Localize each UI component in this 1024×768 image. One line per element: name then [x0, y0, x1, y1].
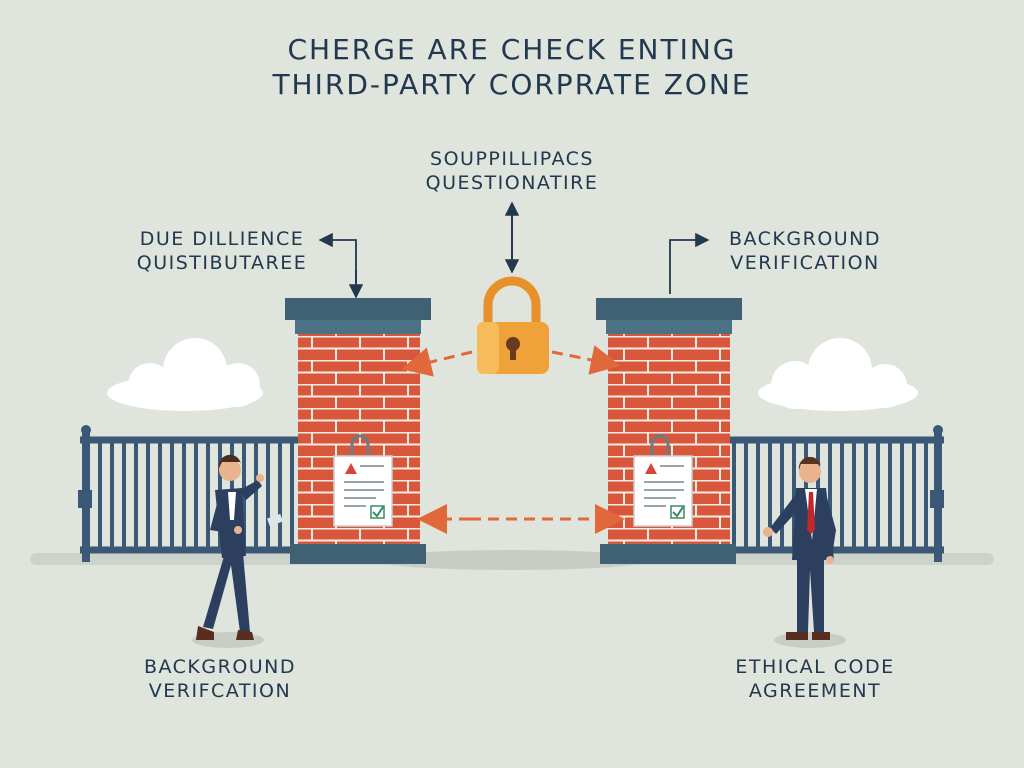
left-gate-fence [78, 425, 300, 562]
warning-icon [345, 463, 357, 474]
connector-arrows [318, 201, 710, 299]
label-bottom-right-line-2: AGREEMENT [748, 679, 882, 702]
label-top: SOUPPILLIPACS QUESTIONATIRE [362, 148, 662, 196]
padlock-icon [477, 276, 549, 374]
title-line-1: CHERGE ARE CHECK ENTING [287, 33, 737, 66]
label-bottom-right-line-1: ETHICAL CODE [735, 656, 895, 678]
cloud-icon-right [758, 338, 918, 411]
page-title: CHERGE ARE CHECK ENTING THIRD-PARTY CORP… [0, 32, 1024, 102]
label-left: DUE DILLIENCE QUISTIBUTAREE [112, 228, 332, 276]
label-right-line-2: VERIFICATION [730, 251, 880, 274]
document-left [333, 434, 393, 527]
checkmark-icon [370, 505, 385, 519]
person-right [763, 456, 846, 648]
label-right: BACKGROUND VERIFICATION [700, 228, 910, 276]
document-right [633, 434, 693, 527]
label-top-line-1: SOUPPILLIPACS [430, 148, 594, 170]
warning-icon [645, 463, 657, 474]
label-bottom-left: BACKGROUND VERIFCATION [100, 656, 340, 704]
right-gate-fence [726, 425, 944, 562]
label-bottom-left-line-2: VERIFCATION [148, 679, 292, 702]
label-right-line-1: BACKGROUND [728, 228, 882, 250]
title-line-2: THIRD-PARTY CORPRATE ZONE [272, 68, 752, 101]
cloud-icon-left [107, 338, 263, 411]
right-brick-pillar [596, 298, 742, 564]
label-bottom-right: ETHICAL CODE AGREEMENT [700, 656, 930, 704]
dashed-arrows [401, 345, 625, 534]
label-bottom-left-line-1: BACKGROUND [143, 656, 297, 678]
label-top-line-2: QUESTIONATIRE [425, 171, 599, 194]
label-left-line-1: DUE DILLIENCE [139, 228, 305, 250]
checkmark-icon [670, 505, 685, 519]
person-left [192, 454, 283, 648]
label-left-line-2: QUISTIBUTAREE [136, 251, 308, 274]
